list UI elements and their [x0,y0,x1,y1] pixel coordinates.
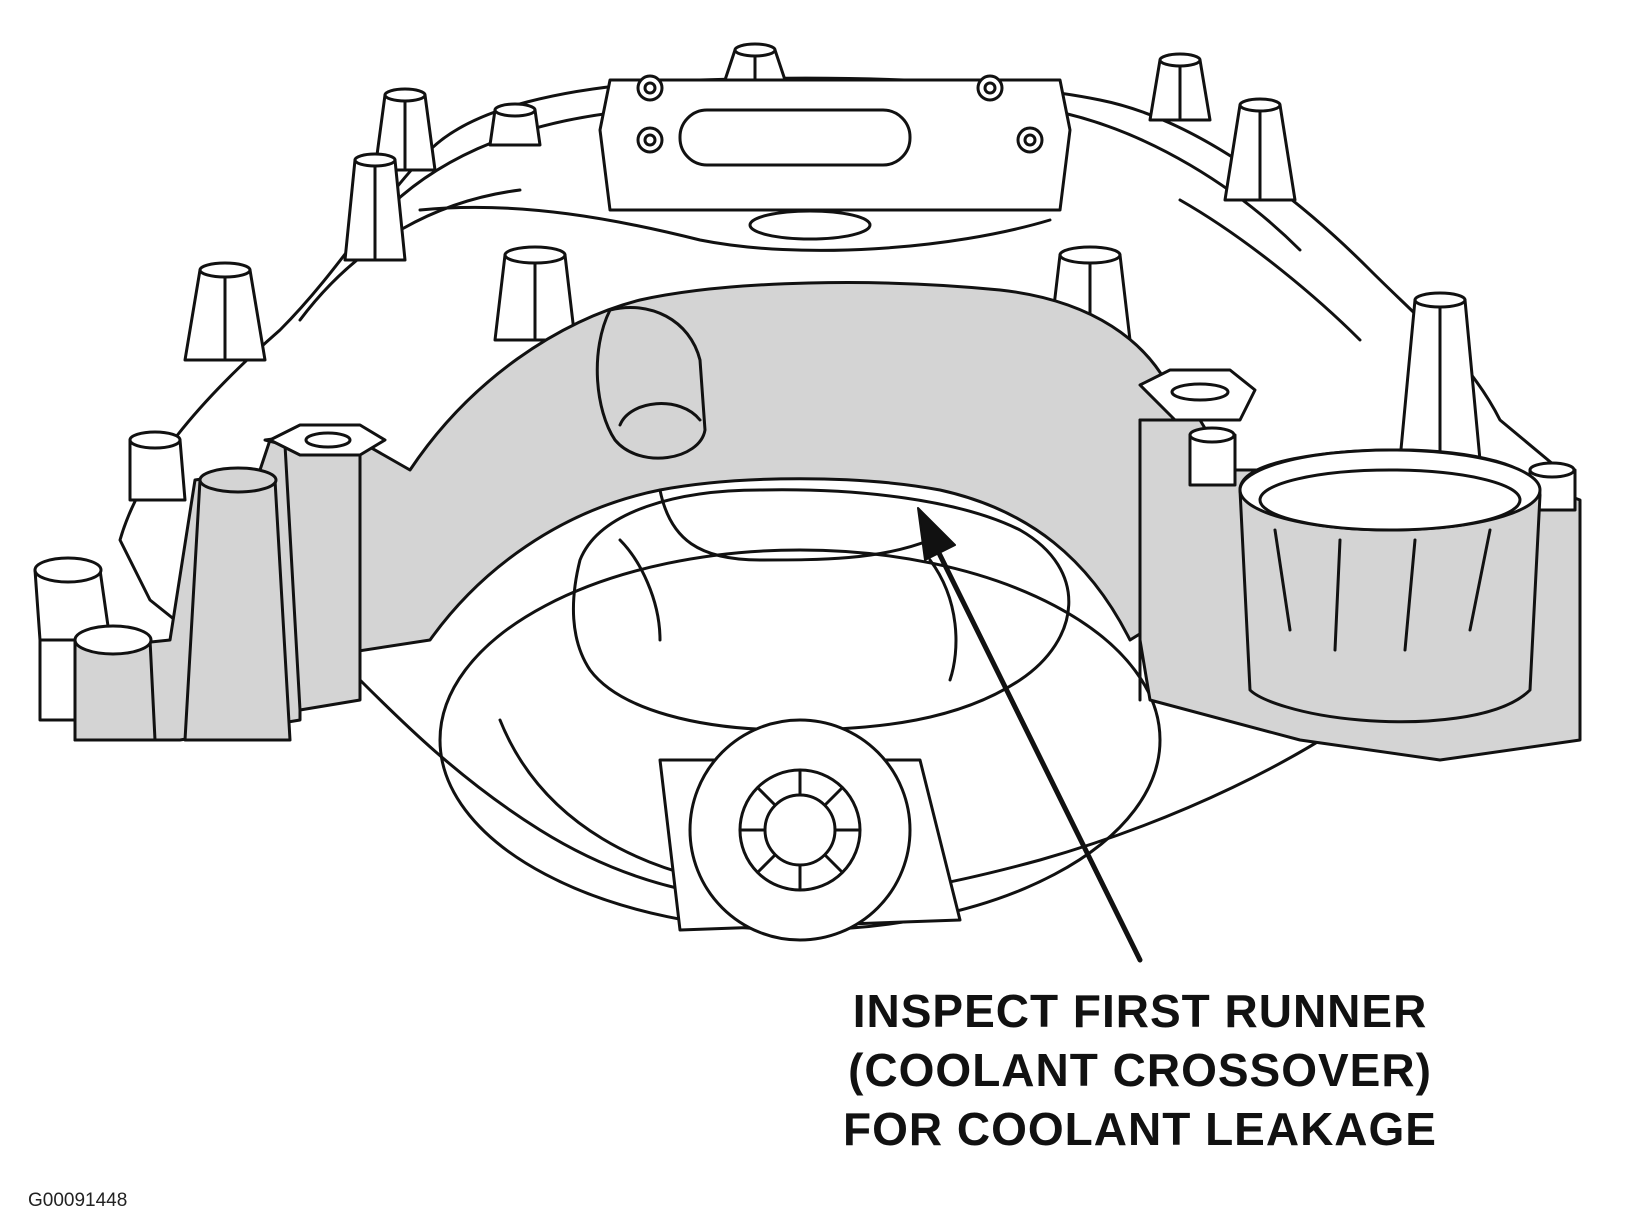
runner-port [595,305,707,460]
callout-line-3: FOR COOLANT LEAKAGE [843,1103,1437,1155]
callout-line-1: INSPECT FIRST RUNNER [852,985,1428,1037]
callout-arrow [917,507,1143,963]
callout-line-2: (COOLANT CROSSOVER) [848,1044,1432,1096]
left-runner-posts [73,423,387,742]
figure-id: G00091448 [28,1190,128,1211]
callout-label: INSPECT FIRST RUNNER (COOLANT CROSSOVER)… [780,982,1500,1159]
throttle-bore [572,488,1071,732]
